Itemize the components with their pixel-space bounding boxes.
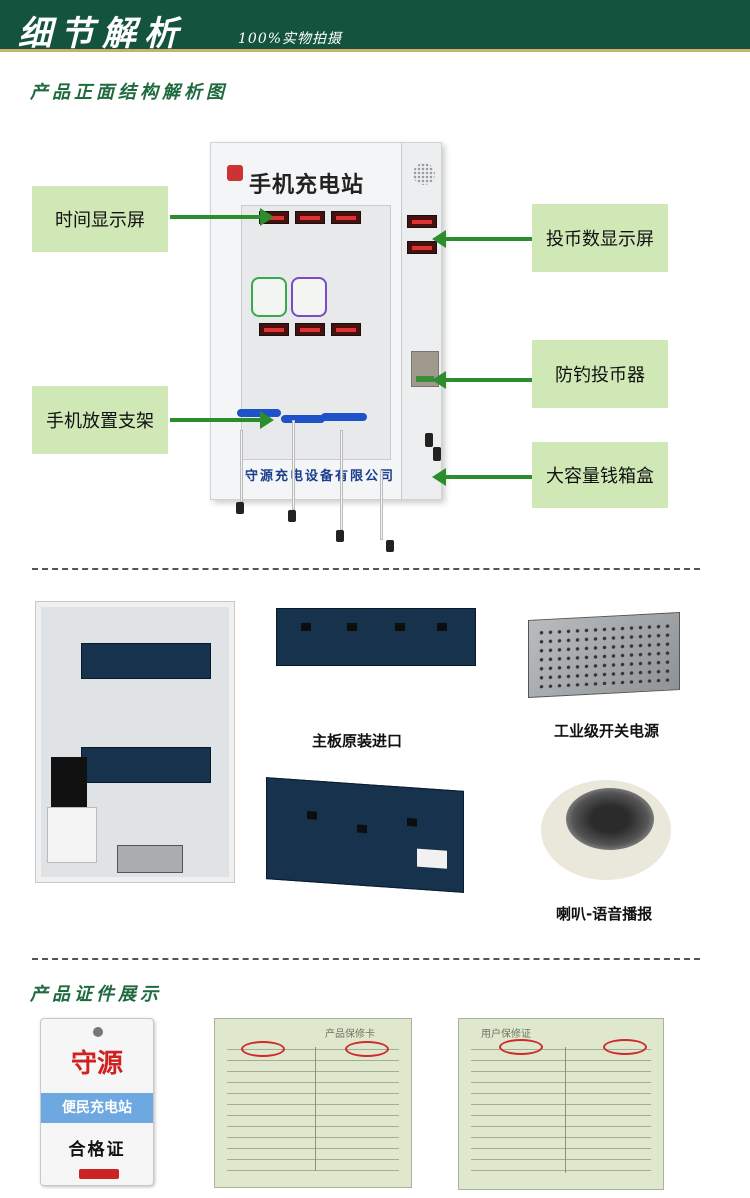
charging-cable <box>292 420 295 510</box>
charger-adapter <box>291 277 327 317</box>
divider <box>32 958 700 960</box>
circuit-board-photo <box>266 777 464 893</box>
tag-subtitle: 便民充电站 <box>62 1100 132 1116</box>
phone-stand-bracket <box>321 413 367 421</box>
interior-board <box>81 643 211 679</box>
chip <box>347 623 357 631</box>
phone-stand-bracket <box>281 415 325 423</box>
time-display-screen <box>259 323 289 336</box>
label-cash-box: 大容量钱箱盒 <box>532 442 668 508</box>
charging-cable <box>340 430 343 530</box>
warranty-card: 产品保修卡 <box>214 1018 412 1188</box>
machine-interior-photo <box>36 602 234 882</box>
user-warranty-certificate: 用户保修证 <box>458 1018 664 1190</box>
divider <box>32 568 700 570</box>
lock-key-icon <box>425 433 433 447</box>
caption-power-supply: 工业级开关电源 <box>554 722 660 740</box>
red-stamp-circle <box>603 1039 647 1055</box>
caption-mainboard: 主板原装进口 <box>312 732 403 750</box>
label-coin-display: 投币数显示屏 <box>532 204 668 272</box>
machine-side-panel <box>401 143 441 499</box>
charger-adapter <box>251 277 287 317</box>
header-banner: 细节解析 100%实物拍摄 <box>0 0 750 54</box>
tag-cert-name: 合格证 <box>68 1140 126 1160</box>
cable-plug-icon <box>288 510 296 522</box>
lock-key-icon <box>433 447 441 461</box>
section-certs-title: 产品证件展示 <box>30 984 162 1005</box>
cash-box <box>47 807 97 863</box>
arrow-right-icon <box>170 411 274 429</box>
chip <box>407 817 417 827</box>
tag-band <box>41 1093 153 1123</box>
chip <box>307 810 317 820</box>
connector <box>417 848 447 869</box>
chip <box>301 623 311 631</box>
cable-plug-icon <box>336 530 344 542</box>
time-display-screen <box>331 323 361 336</box>
cable-plug-icon <box>386 540 394 552</box>
form-divider <box>565 1047 566 1173</box>
time-display-screen <box>331 211 361 224</box>
red-stamp-circle <box>241 1041 285 1057</box>
psu-vents <box>537 621 671 689</box>
user-warranty-head: 用户保修证 <box>481 1029 531 1040</box>
red-stamp-circle <box>499 1039 543 1055</box>
form-divider <box>315 1047 316 1171</box>
arrow-right-icon <box>170 208 274 226</box>
form-lines <box>227 1039 399 1171</box>
brand-logo-icon <box>79 1169 119 1179</box>
charging-cable <box>380 470 383 540</box>
label-time-display: 时间显示屏 <box>32 186 168 252</box>
interior-board <box>81 747 211 783</box>
label-phone-stand: 手机放置支架 <box>32 386 168 454</box>
warranty-card-head: 产品保修卡 <box>325 1029 375 1040</box>
section-front-title: 产品正面结构解析图 <box>30 82 228 103</box>
tag-hole-icon <box>93 1027 103 1037</box>
power-supply-photo <box>528 612 680 698</box>
speaker-grill-icon <box>413 163 435 185</box>
mainboard-photo <box>276 608 476 666</box>
machine-title: 手机充电站 <box>249 173 365 198</box>
interior-psu <box>117 845 183 873</box>
chip <box>395 623 405 631</box>
red-stamp-circle <box>345 1041 389 1057</box>
label-anti-fishing-coin: 防钓投币器 <box>532 340 668 408</box>
charging-cable <box>240 430 243 502</box>
header-title: 细节解析 <box>18 14 186 54</box>
phone-stand-bracket <box>237 409 281 417</box>
tag-brand: 守源 <box>70 1049 123 1079</box>
caption-speaker: 喇叭-语音播报 <box>556 905 653 923</box>
company-name: 守源充电设备有限公司 <box>245 469 396 484</box>
charging-station-machine: 手机充电站 守源充电设备有限公司 <box>210 142 442 500</box>
form-lines <box>471 1039 651 1173</box>
header-subtitle: 100%实物拍摄 <box>238 31 343 47</box>
coin-count-display <box>407 215 437 228</box>
brand-logo-icon <box>227 165 243 181</box>
time-display-screen <box>295 323 325 336</box>
speaker-cone-icon <box>566 788 654 850</box>
arrow-left-icon <box>432 468 532 486</box>
arrow-left-icon <box>432 230 532 248</box>
chip <box>357 824 367 834</box>
chip <box>437 623 447 631</box>
qualification-tag: 守源 便民充电站 合格证 <box>40 1018 154 1186</box>
coin-mechanism <box>51 757 87 813</box>
cable-plug-icon <box>236 502 244 514</box>
arrow-left-icon <box>432 371 532 389</box>
time-display-screen <box>295 211 325 224</box>
